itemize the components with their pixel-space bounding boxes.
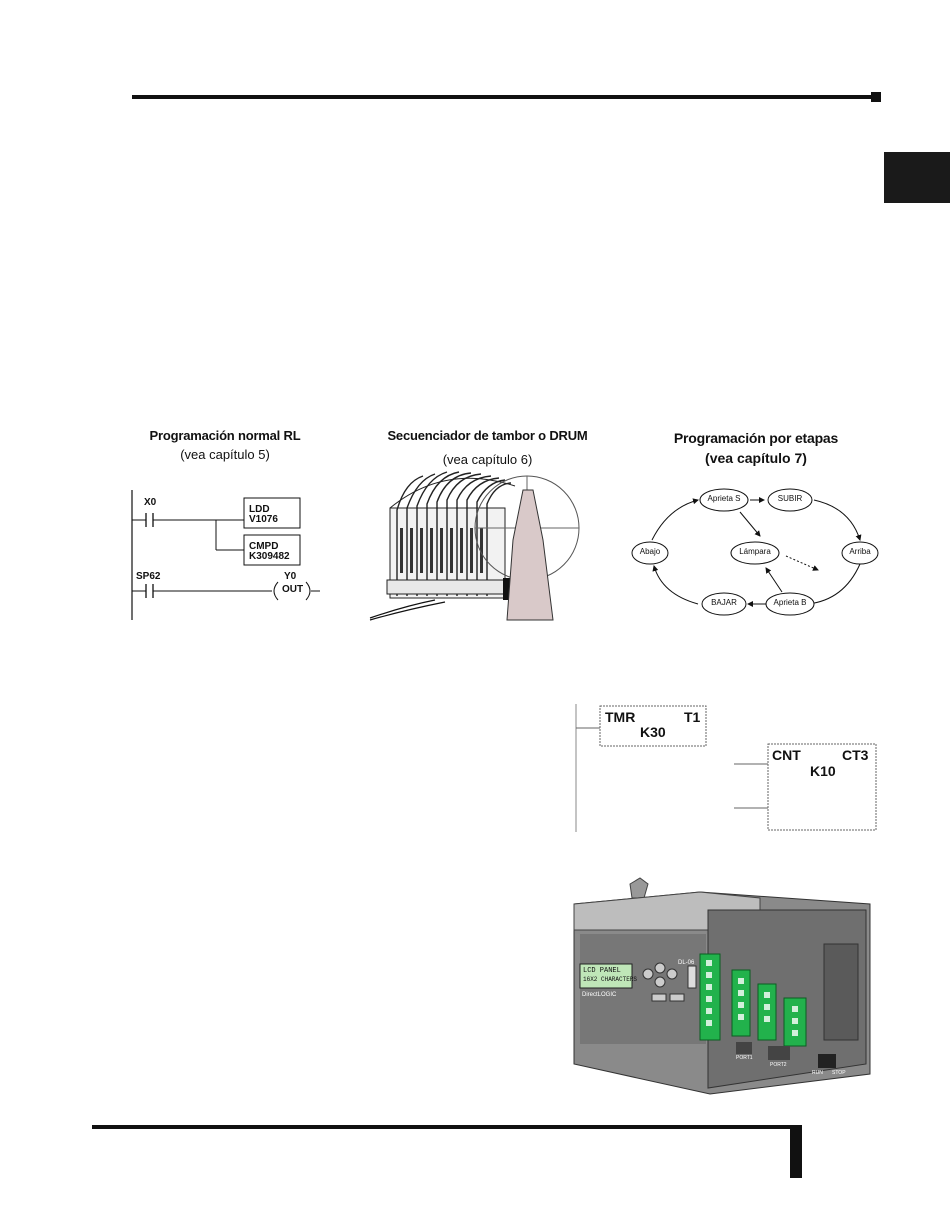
figure-drum-title: Secuenciador de tambor o DRUM <box>387 428 588 443</box>
stage-node-subir: SUBIR <box>777 494 803 503</box>
top-rule <box>132 95 872 99</box>
figure-stage-title: Programación por etapas <box>673 430 839 446</box>
plc-lcd-line2: 16X2 CHARACTERS <box>583 976 638 983</box>
plc-run-label: RUN <box>812 1070 823 1076</box>
stage-node-lampara: Lámpara <box>739 547 771 556</box>
stage-node-aprieta-b: Aprieta B <box>773 598 807 607</box>
plc-stop-label: STOP <box>832 1070 846 1076</box>
figure-rll-title: Programación normal RL <box>149 428 301 443</box>
top-rule-end-square <box>871 92 881 102</box>
plc-model: DL-06 <box>678 960 695 966</box>
stage-flow-diagram <box>631 488 879 616</box>
plc-brand: DirectLOGIC <box>582 992 617 998</box>
figure-rll: Programación normal RL (vea capítulo 5) … <box>120 428 330 628</box>
drum-sequencer-illustration <box>369 471 580 621</box>
cnt-label: CNT <box>772 747 801 763</box>
plc-lcd-line1: LCD PANEL <box>583 967 621 975</box>
rll-box2-line1: CMPD <box>249 541 279 552</box>
stage-node-arriba: Arriba <box>849 547 871 556</box>
rll-box1-line2: V1076 <box>249 514 278 525</box>
plc-illustration <box>573 877 871 1095</box>
figure-drum-subtitle: (vea capítulo 6) <box>442 452 533 467</box>
tmr-preset: K30 <box>640 724 666 740</box>
rll-box2-line2: K309482 <box>249 551 290 562</box>
bottom-rule <box>92 1125 792 1129</box>
chapter-tab <box>884 152 950 203</box>
figure-drum: Secuenciador de tambor o DRUM (vea capít… <box>365 428 610 628</box>
rll-contact2-label: SP62 <box>136 571 161 582</box>
rll-coil-address: Y0 <box>284 571 297 582</box>
stage-node-aprieta-s: Aprieta S <box>707 494 741 503</box>
rll-coil-label: OUT <box>282 584 304 595</box>
stage-node-abajo: Abajo <box>639 547 661 556</box>
figure-rll-subtitle: (vea capítulo 5) <box>180 447 270 462</box>
cnt-preset: K10 <box>810 763 836 779</box>
figure-timer-counter: TMR T1 K30 CNT CT3 K10 <box>572 700 882 835</box>
plc-port1-label: PORT1 <box>736 1055 753 1061</box>
rll-box1-line1: LDD <box>249 504 270 515</box>
bottom-page-bar <box>790 1125 802 1178</box>
figure-plc-photo: LCD PANEL 16X2 CHARACTERS DL-06 DirectLO… <box>560 874 890 1099</box>
plc-port2-label: PORT2 <box>770 1062 787 1068</box>
figure-stage-subtitle: (vea capítulo 7) <box>705 450 807 466</box>
rll-ladder-diagram <box>131 490 320 620</box>
cnt-id: CT3 <box>842 747 869 763</box>
stage-node-bajar: BAJAR <box>711 598 737 607</box>
rll-contact1-label: X0 <box>144 497 157 508</box>
tmr-id: T1 <box>684 709 701 725</box>
tmr-label: TMR <box>605 709 636 725</box>
timer-counter-diagram <box>575 704 877 832</box>
figure-stage: Programación por etapas (vea capítulo 7) <box>628 428 884 628</box>
